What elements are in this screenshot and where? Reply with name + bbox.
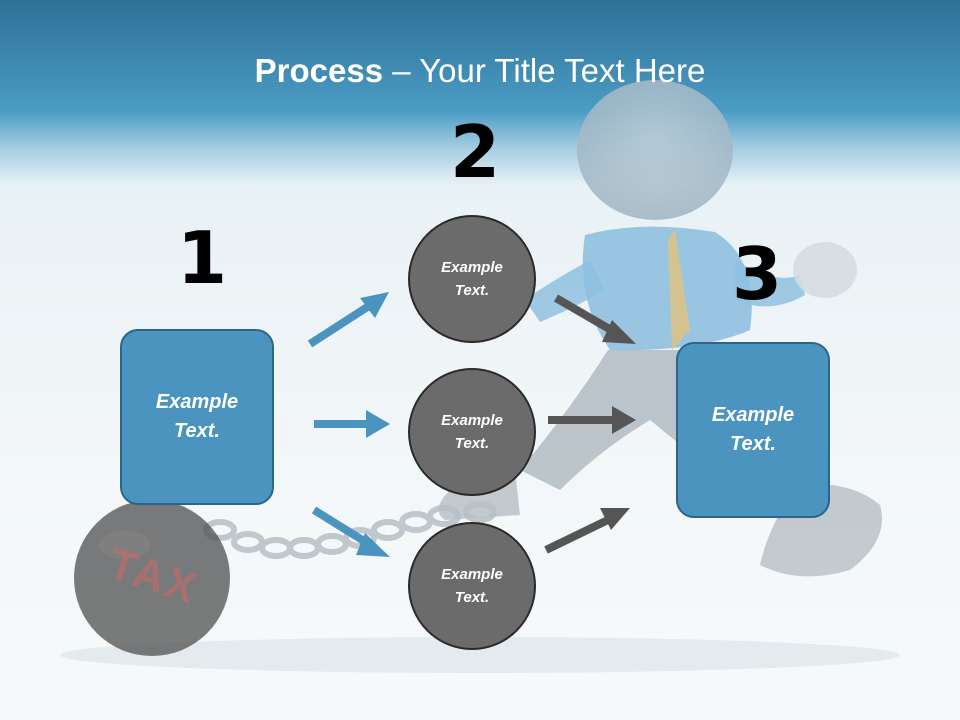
blue-arrow-right bbox=[314, 410, 390, 438]
circle-bottom-text: Example Text. bbox=[441, 566, 503, 606]
blue-arrow-down bbox=[311, 506, 390, 557]
blue-arrow-up bbox=[307, 292, 389, 348]
gray-arrow-up bbox=[544, 508, 630, 554]
gray-arrow-right bbox=[548, 406, 636, 434]
step-box-1[interactable]: Example Text. bbox=[120, 329, 274, 505]
circle-middle-text: Example Text. bbox=[441, 412, 503, 452]
circle-bottom[interactable]: Example Text. bbox=[408, 522, 536, 650]
step-number-2: 2 bbox=[450, 110, 501, 194]
gray-arrow-down bbox=[553, 294, 636, 344]
slide-title: Process – Your Title Text Here bbox=[0, 52, 960, 90]
step-number-3: 3 bbox=[732, 232, 783, 316]
circle-top[interactable]: Example Text. bbox=[408, 215, 536, 343]
circle-top-text: Example Text. bbox=[441, 259, 503, 299]
step-box-1-text: Example Text. bbox=[155, 391, 239, 442]
circle-middle[interactable]: Example Text. bbox=[408, 368, 536, 496]
title-bold: Process bbox=[254, 52, 384, 89]
step-box-3-text: Example Text. bbox=[711, 404, 795, 455]
step-number-1: 1 bbox=[177, 216, 228, 300]
title-rest: – Your Title Text Here bbox=[383, 52, 706, 89]
step-box-3[interactable]: Example Text. bbox=[676, 342, 830, 518]
